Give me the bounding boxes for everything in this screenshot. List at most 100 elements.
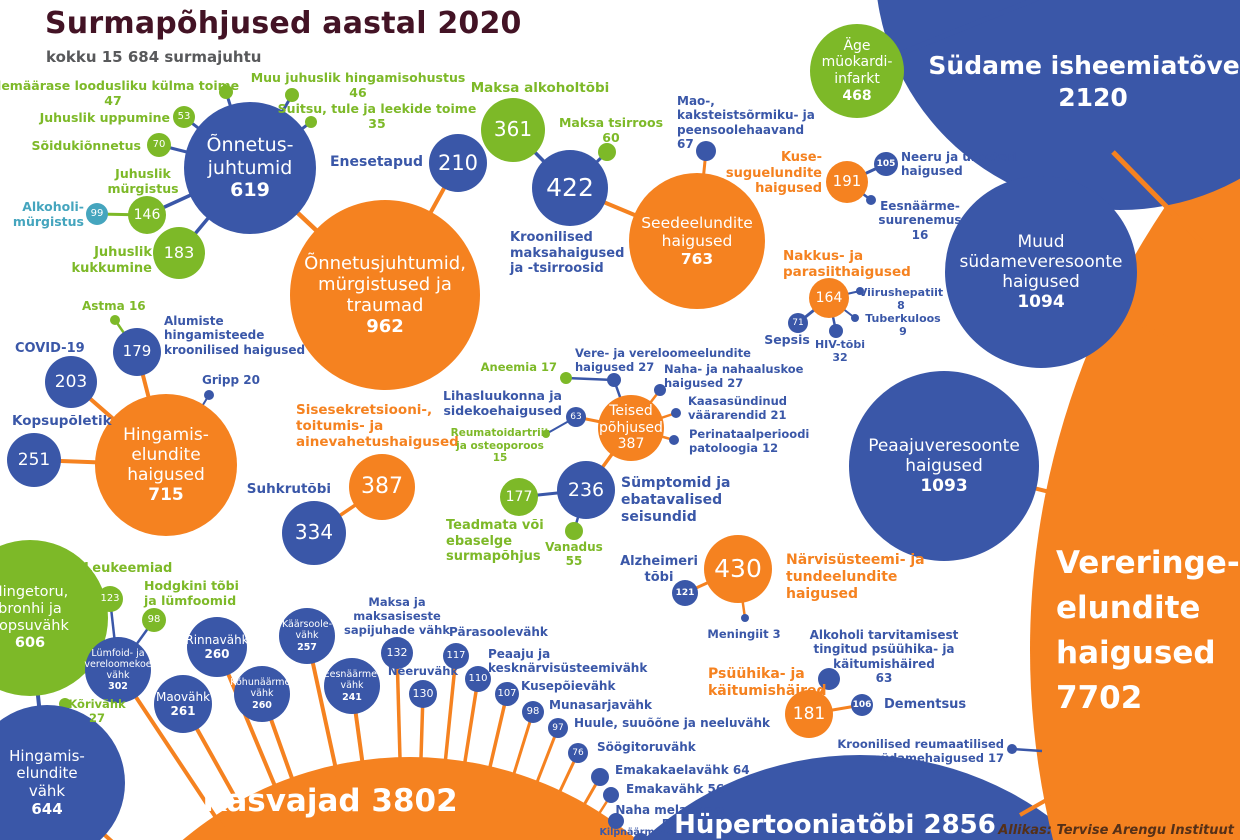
bubble-kopsupoletik: 251 [7, 433, 61, 487]
label-neeruvahk: Neeruvähk [387, 664, 459, 678]
bubble-kusepoievahk: 107 [495, 682, 519, 706]
label-covid-19: COVID-19 [15, 341, 85, 356]
label-kilpnaarmevahk: Kilpnäärmevähk [599, 827, 687, 838]
label-gripp: Gripp 20 [202, 373, 260, 387]
bubble-dementsus: 106 [851, 694, 873, 716]
bubble-lihasluukonna: 63 [566, 407, 586, 427]
bubble-neeruvahk: 130 [409, 680, 437, 708]
bubble-vere-vereloome-dot [607, 373, 621, 387]
label-soidukionnetus: Sõidukiõnnetus [31, 138, 142, 153]
bubble-naha-nahaaluskoe-dot [654, 384, 666, 396]
bubble-astma-dot [110, 315, 120, 325]
bubble-vanadus-dot [565, 522, 583, 540]
bubble-kroonilised-maksahaigused: 422 [532, 150, 608, 226]
label-suhkrutobi: Suhkrutõbi [246, 481, 331, 497]
bubble-teadmata: 177 [500, 478, 538, 516]
bubble-alkoholi-murgistus: 99 [86, 203, 108, 225]
label-enesetapud: Enesetapud [329, 154, 423, 170]
bubble-maohaavand-dot [696, 141, 716, 161]
bubble-meningiit-dot [741, 614, 749, 622]
bubble-narvisusteemi: 430 [704, 535, 772, 603]
bubble-alzheimeri-tobi: 121 [672, 580, 698, 606]
bubble-soidukionnetus: 70 [147, 133, 171, 157]
label-leukeemiad: Leukeemiad [84, 561, 173, 576]
bubble-sumptomid: 236 [557, 461, 615, 519]
label-kusepoievahk: Kusepõievähk [521, 679, 616, 693]
bubble-naha-melanoom-dot [608, 813, 624, 829]
bubble-hiv-tobi-dot [829, 324, 843, 338]
bubble-soogitoruvahk: 76 [568, 743, 588, 763]
bubble-maksa-sapijuhade-vahk: 132 [381, 637, 413, 669]
bubble-hodgkini: 98 [142, 608, 166, 632]
bubble-kilpnaarmevahk-dot [633, 833, 649, 840]
label-huule-suuoone: Huule, suuõõne ja neeluvähk [574, 716, 771, 730]
bubble-peaaju-kesknarvisusteemivahk: 110 [465, 666, 491, 692]
bubble-suhkrutobi: 334 [282, 501, 346, 565]
bubble-juhuslik-uppumine: 53 [173, 106, 195, 128]
label-sepsis: Sepsis [764, 332, 810, 347]
bubble-emakakaelavahk-dot [591, 768, 609, 786]
label-maksa-alkoholtobi: Maksa alkoholtõbi [470, 80, 610, 96]
bubble-parasoolevahk: 117 [443, 643, 469, 669]
bubble-alumiste-hingamisteede: 179 [113, 328, 161, 376]
bubble-nakkus-parasiithaigused: 164 [809, 278, 849, 318]
bubble-viirushepatiit-dot [856, 287, 864, 295]
bubble-kroonilised-reumaatilised-dot [1007, 744, 1017, 754]
label-kasvajad-text: Kasvajad 3802 [202, 783, 458, 819]
label-emakakaelavahk: Emakakaelavähk 64 [615, 763, 750, 777]
page-title: Surmapõhjused aastal 2020 [45, 6, 522, 41]
bubble-tuberkuloos-dot [851, 314, 859, 322]
total-deaths-subtitle: kokku 15 684 surmajuhtu [46, 48, 262, 66]
bubble-perinataalperioodi-dot [669, 435, 679, 445]
label-juhuslik-uppumine: Juhuslik uppumine [39, 110, 170, 125]
bubble-neeru-ureeteri: 105 [874, 152, 898, 176]
bubble-eesnaarme-suurenemus-dot [866, 195, 876, 205]
label-kopsupoletik: Kopsupõletik [12, 413, 112, 429]
label-dementsus: Dementsus [884, 697, 967, 712]
bubble-leukeemiad: 123 [97, 586, 123, 612]
bubble-sepsis: 71 [788, 313, 808, 333]
label-parasoolevahk: Pärasoolevähk [449, 625, 548, 639]
bubble-psuuhika-kaitumishaired: 181 [785, 690, 833, 738]
bubble-gripp-dot [204, 390, 214, 400]
